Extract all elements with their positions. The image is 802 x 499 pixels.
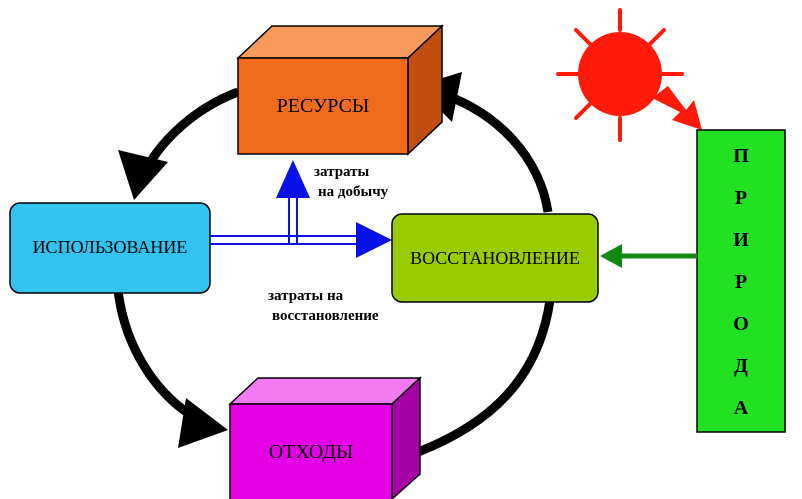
waste-label: ОТХОДЫ: [269, 441, 354, 463]
nature-to-restoration-arrow: [600, 244, 697, 268]
nature-letter: И: [733, 229, 749, 251]
resources-box: РЕСУРСЫ: [236, 24, 444, 156]
restoration-cost-label-line2: восстановление: [272, 308, 379, 324]
sun-ray-arrow: [652, 86, 702, 130]
sun-icon: [556, 8, 702, 142]
resources-label: РЕСУРСЫ: [277, 95, 370, 117]
extraction-cost-label-line2: на добычу: [318, 184, 389, 200]
restoration-cost-arrow: [210, 222, 392, 258]
nature-letter: Р: [735, 187, 747, 209]
nature-box: П Р И Р О Д А: [696, 129, 786, 433]
usage-box: ИСПОЛЬЗОВАНИЕ: [9, 202, 211, 294]
extraction-cost-label-line1: затраты: [314, 164, 370, 180]
restoration-box: ВОССТАНОВЛЕНИЕ: [391, 213, 599, 303]
cycle-arrowhead-waste: [178, 398, 228, 448]
nature-letter: Р: [735, 271, 747, 293]
nature-letter: Д: [734, 355, 748, 377]
nature-letter: А: [734, 397, 749, 419]
nature-letter: П: [733, 145, 749, 167]
nature-letter: О: [733, 313, 749, 335]
usage-label: ИСПОЛЬЗОВАНИЕ: [33, 237, 188, 257]
restoration-cost-label-line1: затраты на: [268, 288, 344, 304]
cycle-arrow-waste-to-restoration: [416, 299, 555, 457]
cycle-arrowhead-usage: [118, 150, 168, 200]
waste-box: ОТХОДЫ: [228, 376, 422, 499]
extraction-cost-arrow: [276, 160, 310, 244]
restoration-label: ВОССТАНОВЛЕНИЕ: [410, 248, 580, 268]
